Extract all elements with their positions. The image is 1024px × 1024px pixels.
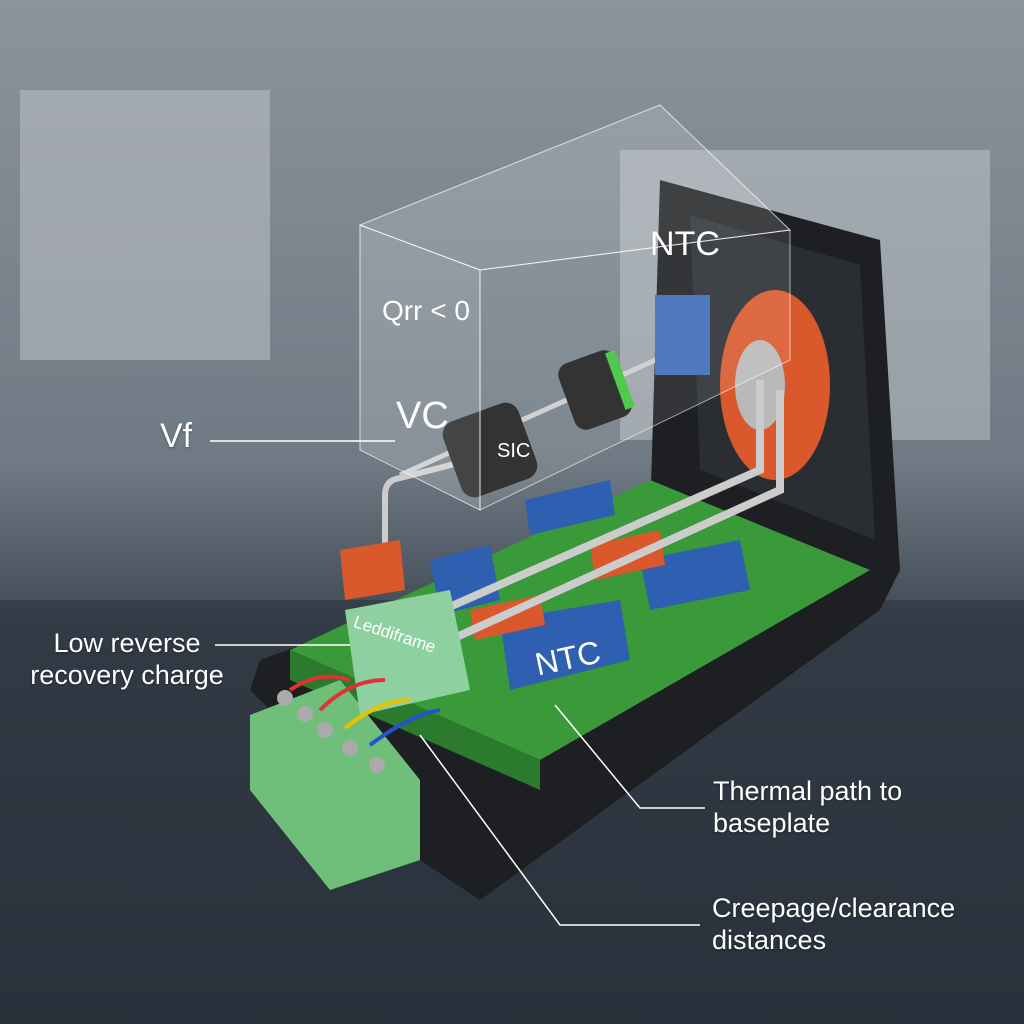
ntc-top-label: NTC [650,225,720,263]
thermal-callout: Thermal path to baseplate [713,776,903,838]
creepage-callout: Creepage/clearance distances [712,893,956,955]
vc-label: VC [396,395,449,437]
creepage-leader [419,734,700,926]
background-breakers [20,90,270,360]
leadframe-block [345,590,470,715]
sic-label: SIC [497,440,531,462]
transparent-enclosure [359,224,481,511]
ntc-sensor [655,295,710,375]
thermal-leader [554,704,705,809]
vf-callout: Vf [160,417,193,455]
qrr-label: Qrr < 0 [382,295,470,326]
terminal-block [250,680,420,890]
sic-diode [442,402,538,498]
low-reverse-callout: Low reverse recovery charge [30,628,224,690]
